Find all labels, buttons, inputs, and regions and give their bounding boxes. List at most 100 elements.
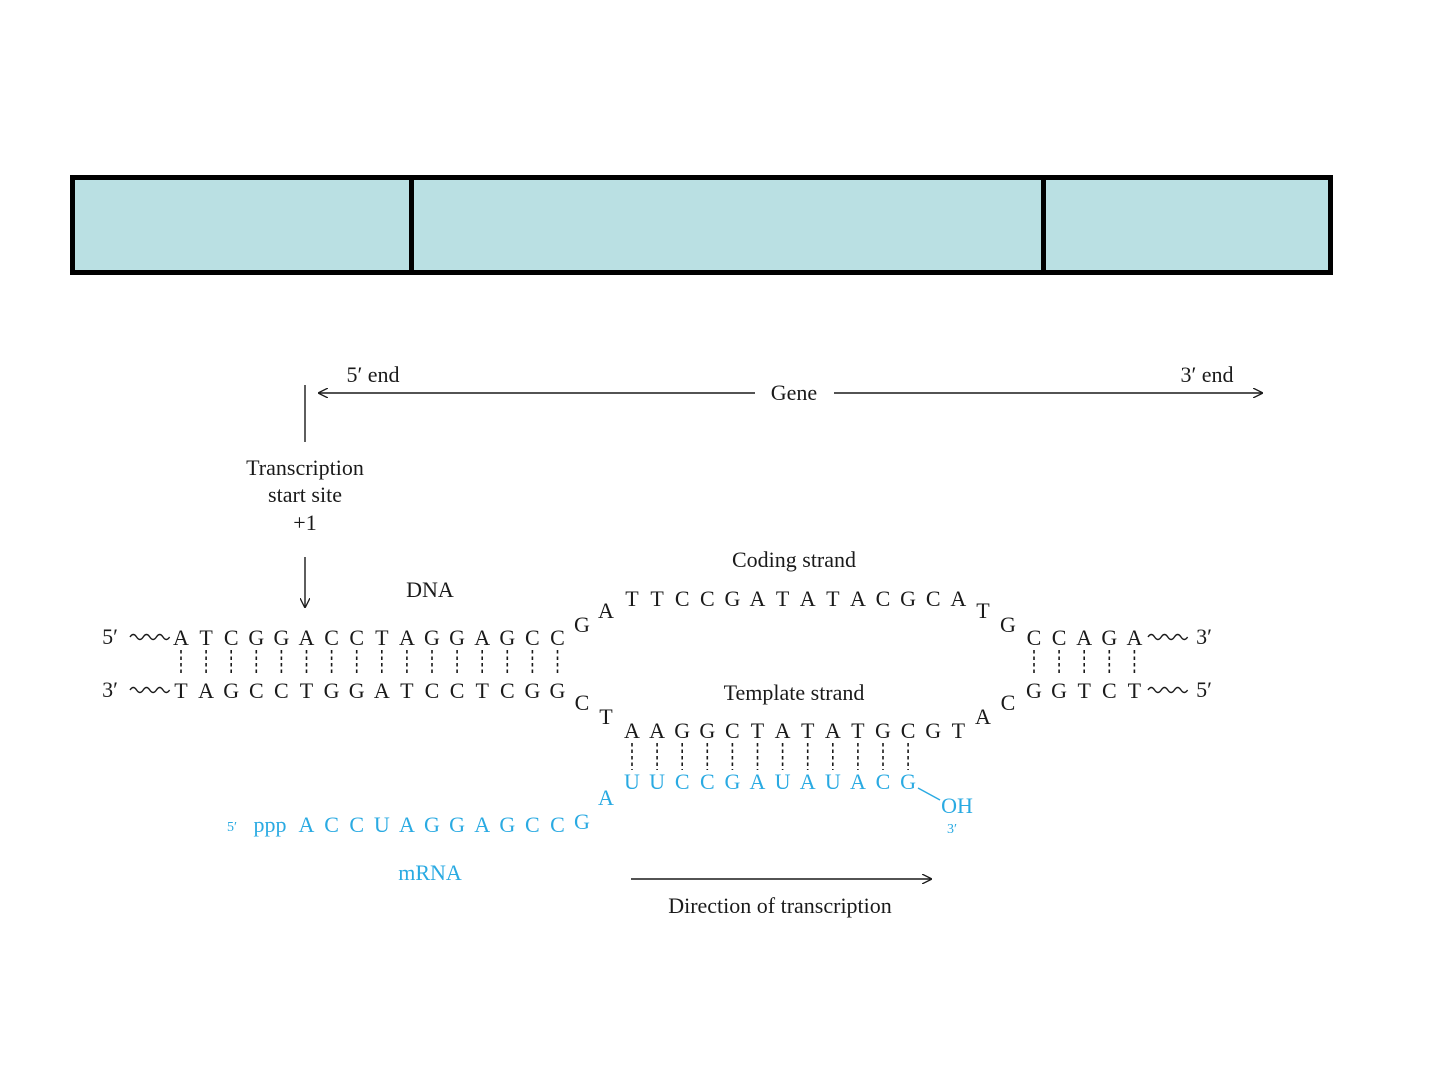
template-strand-base: G [699,718,715,743]
coding-strand-base: T [650,586,664,611]
template-strand-base: G [550,678,566,703]
mrna-base: U [649,769,665,794]
coding-strand-base: C [1027,625,1042,650]
template-strand-base: T [475,678,489,703]
template-strand-base: T [1128,678,1142,703]
template-strand-label: Template strand [724,680,865,705]
mrna-base: A [598,785,614,810]
coding-strand-base: C [675,586,690,611]
header-box-left [75,180,409,270]
template-strand-base: A [649,718,665,743]
coding-strand-base: A [474,625,490,650]
coding-strand-base: A [598,598,614,623]
coding-strand-base: G [449,625,465,650]
template-strand-base: C [500,678,515,703]
template-strand-base: C [901,718,916,743]
wiggle-bottom-right [1147,686,1189,694]
coding-strand-base: A [1076,625,1092,650]
template-strand-base: C [1102,678,1117,703]
coding-strand-base: G [1101,625,1117,650]
coding-strand-base: C [224,625,239,650]
coding-strand-base: C [550,625,565,650]
mrna-base: G [724,769,740,794]
mrna-base: G [449,812,465,837]
template-strand-base: G [223,678,239,703]
mrna-3prime-oh: OH [941,793,973,818]
template-strand-base: C [274,678,289,703]
mrna-base: G [900,769,916,794]
five-prime-end-label: 5′ end [346,362,399,387]
template-strand-base: G [1051,678,1067,703]
coding-strand-base: A [950,586,966,611]
coding-strand-base: G [499,625,515,650]
template-strand-base: C [450,678,465,703]
header-box-row [70,175,1333,275]
template-strand-base: G [875,718,891,743]
mrna-base: C [324,812,339,837]
header-box-middle [409,180,1041,270]
coding-strand-base: A [1126,625,1142,650]
three-prime-end-label: 3′ end [1180,362,1233,387]
template-strand-base: G [674,718,690,743]
coding-strand-base: A [399,625,415,650]
coding-strand-base: C [1052,625,1067,650]
mrna-base: C [525,812,540,837]
mrna-base: G [574,809,590,834]
coding-strand-base: C [700,586,715,611]
template-strand-base: T [174,678,188,703]
template-strand-base: A [374,678,390,703]
template-strand-base: G [349,678,365,703]
bottom-right-end-label: 5′ [1196,677,1212,702]
direction-label: Direction of transcription [668,893,892,918]
template-strand-base: C [425,678,440,703]
coding-strand-base: A [173,625,189,650]
tss-label-line-3: +1 [293,510,316,535]
template-strand-base: G [324,678,340,703]
template-strand-base: A [624,718,640,743]
mrna-base: C [675,769,690,794]
mrna-label: mRNA [398,860,462,885]
mrna-base: C [550,812,565,837]
coding-strand-base: A [299,625,315,650]
coding-strand-base: T [375,625,389,650]
mrna-base: A [750,769,766,794]
template-strand-base: T [1077,678,1091,703]
template-strand-base: C [575,690,590,715]
mrna-base: G [499,812,515,837]
mrna-3prime-bond [917,787,941,801]
mrna-base: C [349,812,364,837]
mrna-3prime-label: 3′ [947,822,957,837]
mrna-base: U [775,769,791,794]
coding-strand-base: T [199,625,213,650]
template-strand-base: T [851,718,865,743]
mrna-base: A [800,769,816,794]
mrna-base: C [700,769,715,794]
coding-strand-base: G [724,586,740,611]
mrna-base: U [374,812,390,837]
coding-strand-base: G [1000,612,1016,637]
coding-strand-base: A [850,586,866,611]
coding-strand-base: G [900,586,916,611]
template-strand-base: C [725,718,740,743]
base-pair-bonds [180,650,1136,770]
wiggle-top-right [1147,633,1189,641]
coding-strand-base: G [248,625,264,650]
template-strand-base: G [1026,678,1042,703]
coding-strand-base: T [976,598,990,623]
coding-strand-base: C [525,625,540,650]
template-strand-base: C [249,678,264,703]
template-strand-base: T [599,704,613,729]
top-right-end-label: 3′ [1196,624,1212,649]
mrna-triphosphate: ppp [254,812,287,837]
top-left-end-label: 5′ [102,624,118,649]
template-strand-base: G [524,678,540,703]
template-strand-base: T [952,718,966,743]
coding-strand-label: Coding strand [732,547,856,572]
mrna-base: A [850,769,866,794]
mrna-5prime-label: 5′ [227,820,237,835]
template-strand-base: T [751,718,765,743]
mrna-base: A [299,812,315,837]
coding-strand-base: C [876,586,891,611]
